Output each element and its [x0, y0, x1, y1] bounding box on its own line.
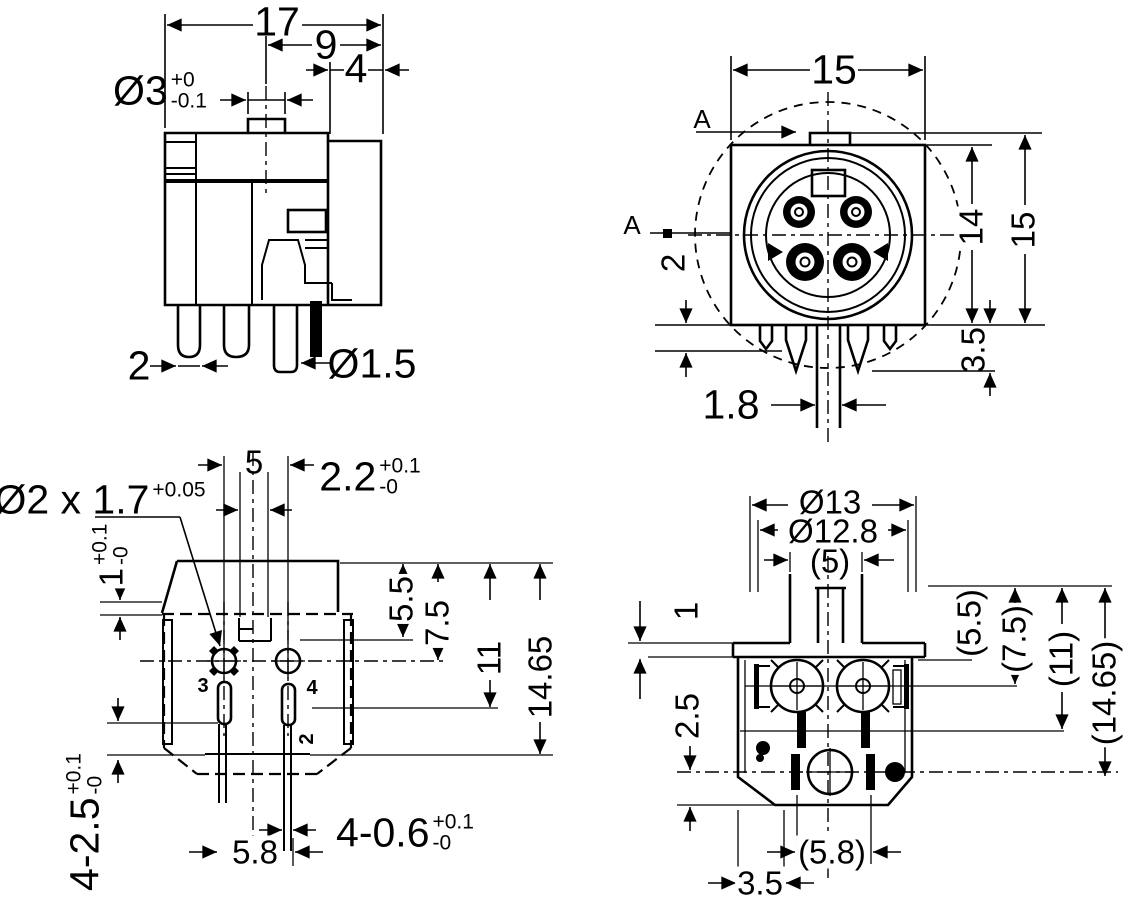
tolerance-lower: -0.1 [170, 90, 207, 113]
dim-label-15-top: 15 [811, 46, 857, 93]
dim-label-2: 2 [127, 342, 151, 389]
dim-label-4: 4 [344, 45, 368, 92]
dim-label-11-ref: (11) [1042, 628, 1080, 690]
dia-label-1-5: Ø1.5 [327, 340, 417, 387]
front-view-outline [688, 92, 968, 446]
tolerance-stack: +0.1 -0 [379, 454, 421, 499]
dim-label-5-ref: (5) [809, 542, 851, 580]
tolerance-upper: +0.1 [432, 810, 474, 834]
dim-label-5: 5 [244, 443, 264, 481]
dim-label-5-5: 5.5 [382, 574, 420, 624]
tolerance-upper: +0.1 [88, 523, 112, 566]
dim-label-3-5-rear: 3.5 [735, 864, 785, 902]
bottom-view-dimensions [95, 456, 553, 866]
dim-label-1-rear: 1 [667, 601, 705, 621]
dim-label-2-2: 2.2 +0.1 -0 [319, 453, 421, 500]
tolerance-stack: +0.1 -0 [432, 810, 474, 855]
dim-label-14: 14 [952, 206, 990, 248]
dim-label-17: 17 [254, 0, 300, 45]
tolerance-upper: +0.1 [62, 753, 86, 795]
dim-label-9: 9 [314, 21, 338, 68]
pin-number-3: 3 [197, 675, 209, 697]
front-view-dimensions [650, 56, 1045, 412]
tolerance-upper: +0.1 [379, 454, 421, 478]
dim-label-5-8: 5.8 [230, 833, 280, 871]
dia-label-2x1-7: Ø2 x 1.7 +0.05 [0, 476, 206, 523]
dim-label-14-65-ref: (14.65) [1085, 638, 1123, 748]
dim-text: 4-0.6 [336, 809, 430, 856]
side-view-outline [163, 86, 383, 374]
tolerance-upper: +0 [170, 68, 195, 92]
tolerance-lower: -0 [84, 775, 107, 795]
dim-label-14-65: 14.65 [521, 633, 559, 721]
dim-text: Ø3 [113, 67, 168, 114]
tolerance-lower: -0 [432, 832, 452, 855]
dim-label-2-front: 2 [654, 253, 692, 273]
section-marker-a1: A [693, 104, 711, 134]
dim-label-7-5: 7.5 [418, 598, 456, 648]
dia-label-12-8: Ø12.8 [788, 512, 878, 550]
pin-number-4: 4 [306, 677, 318, 699]
tolerance-stack: +0 -0.1 [170, 68, 207, 113]
dim-label-4-0-6: 4-0.6 +0.1 -0 [336, 809, 474, 856]
section-marker-a2: A [623, 210, 641, 240]
dim-text: 2.2 [319, 453, 377, 500]
dim-text: 4-2.5 [61, 797, 108, 891]
dim-label-4-2-5: 4-2.5 +0.1 -0 [61, 753, 108, 891]
rear-view-outline [677, 556, 1118, 880]
dim-label-15-right: 15 [1004, 209, 1042, 251]
pin-number-2: 2 [296, 733, 318, 745]
dia-label-3: Ø3 +0 -0.1 [113, 67, 207, 114]
dim-label-1-bottom: 1 +0.1 -0 [88, 521, 133, 589]
tolerance-lower: -0 [110, 546, 133, 566]
dim-label-5-8-ref: (5.8) [796, 833, 868, 871]
tolerance-stack: +0.1 -0 [88, 523, 133, 566]
dia-label-13: Ø13 [798, 483, 862, 521]
bottom-view-outline [140, 452, 448, 868]
tolerance-lower: -0 [379, 476, 398, 499]
side-view-dimensions [150, 14, 409, 373]
dim-text: Ø2 x 1.7 [0, 476, 150, 523]
dim-text: 1 [92, 568, 130, 587]
tolerance-upper: +0.05 [152, 478, 206, 502]
dim-label-3-5-front: 3.5 [954, 327, 992, 373]
dim-label-7-5-ref: (7.5) [995, 603, 1033, 675]
dim-label-2-5: 2.5 [668, 691, 706, 741]
dim-label-5-5-ref: (5.5) [950, 587, 988, 659]
dim-label-11: 11 [470, 638, 508, 678]
tolerance-stack: +0.1 -0 [62, 753, 107, 795]
dim-label-1-8: 1.8 [702, 381, 760, 428]
